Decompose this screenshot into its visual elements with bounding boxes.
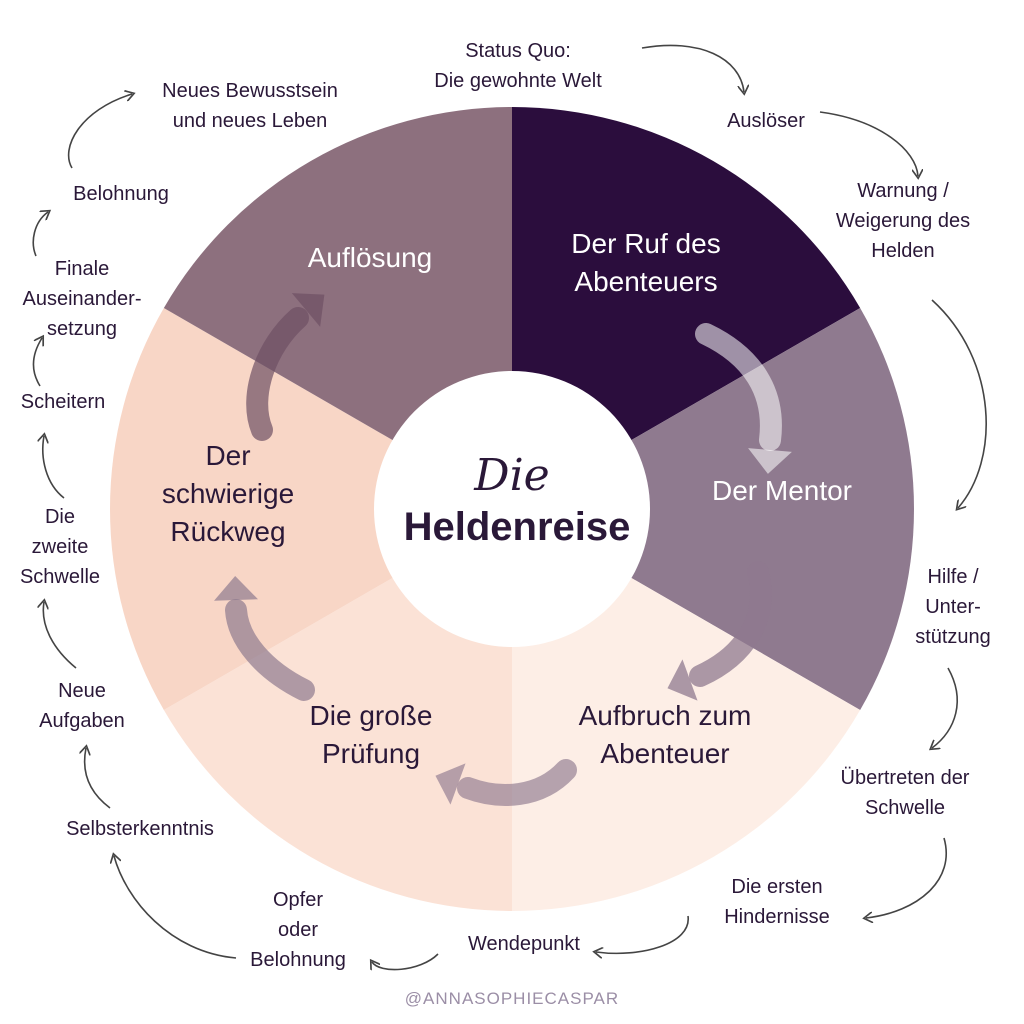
ring-arrow-12 xyxy=(32,338,42,387)
outer-ring-arrows xyxy=(32,44,987,970)
ring-arrow-11 xyxy=(43,436,65,499)
inner-arrow-head-2 xyxy=(667,659,698,701)
ring-arrow-13 xyxy=(32,212,48,257)
segment-label-2: Der Mentor xyxy=(712,475,852,506)
segment-wedge-2 xyxy=(512,308,914,710)
ring-arrow-10 xyxy=(43,602,77,669)
ring-arrow-5 xyxy=(866,837,947,918)
segment-wedge-5 xyxy=(109,308,512,710)
outer-label-9: Selbsterkenntnis xyxy=(66,818,214,840)
ring-arrow-1 xyxy=(641,44,744,92)
ring-arrow-3 xyxy=(931,299,987,508)
center-script-title: Die xyxy=(473,450,549,501)
ring-arrow-14 xyxy=(67,94,132,169)
inner-arrow-head-3 xyxy=(435,763,466,805)
ring-arrow-9 xyxy=(85,748,111,809)
inner-arrow-5 xyxy=(246,307,309,441)
outer-label-4: Hilfe /Unter-stützung xyxy=(915,566,991,648)
center-main-title: Heldenreise xyxy=(404,505,631,549)
segment-label-6: Auflösung xyxy=(308,242,433,273)
ring-arrow-6 xyxy=(596,915,689,953)
ring-arrow-7 xyxy=(372,953,439,970)
inner-arrow-4 xyxy=(225,599,315,701)
inner-arrow-head-5 xyxy=(291,293,325,327)
outer-step-labels: Status Quo:Die gewohnte WeltAuslöserWarn… xyxy=(20,40,991,971)
outer-label-1: Status Quo:Die gewohnte Welt xyxy=(434,40,602,92)
inner-arrow-3 xyxy=(457,759,577,806)
inner-arrow-1 xyxy=(695,323,782,451)
center-circle xyxy=(374,371,650,647)
credit-handle: @ANNASOPHIECASPAR xyxy=(405,989,619,1008)
inner-arrow-head-4 xyxy=(214,576,258,601)
inner-arrow-head-1 xyxy=(748,448,792,474)
outer-label-12: Scheitern xyxy=(21,391,106,413)
ring-arrow-8 xyxy=(114,856,237,959)
inner-arrow-2 xyxy=(689,561,772,687)
outer-label-7: Wendepunkt xyxy=(468,933,580,955)
ring-arrow-2 xyxy=(819,111,918,176)
inner-flow-arrows xyxy=(214,293,792,806)
outer-label-2: Auslöser xyxy=(727,110,805,132)
outer-label-14: Belohnung xyxy=(73,183,169,205)
ring-arrow-4 xyxy=(932,667,958,748)
